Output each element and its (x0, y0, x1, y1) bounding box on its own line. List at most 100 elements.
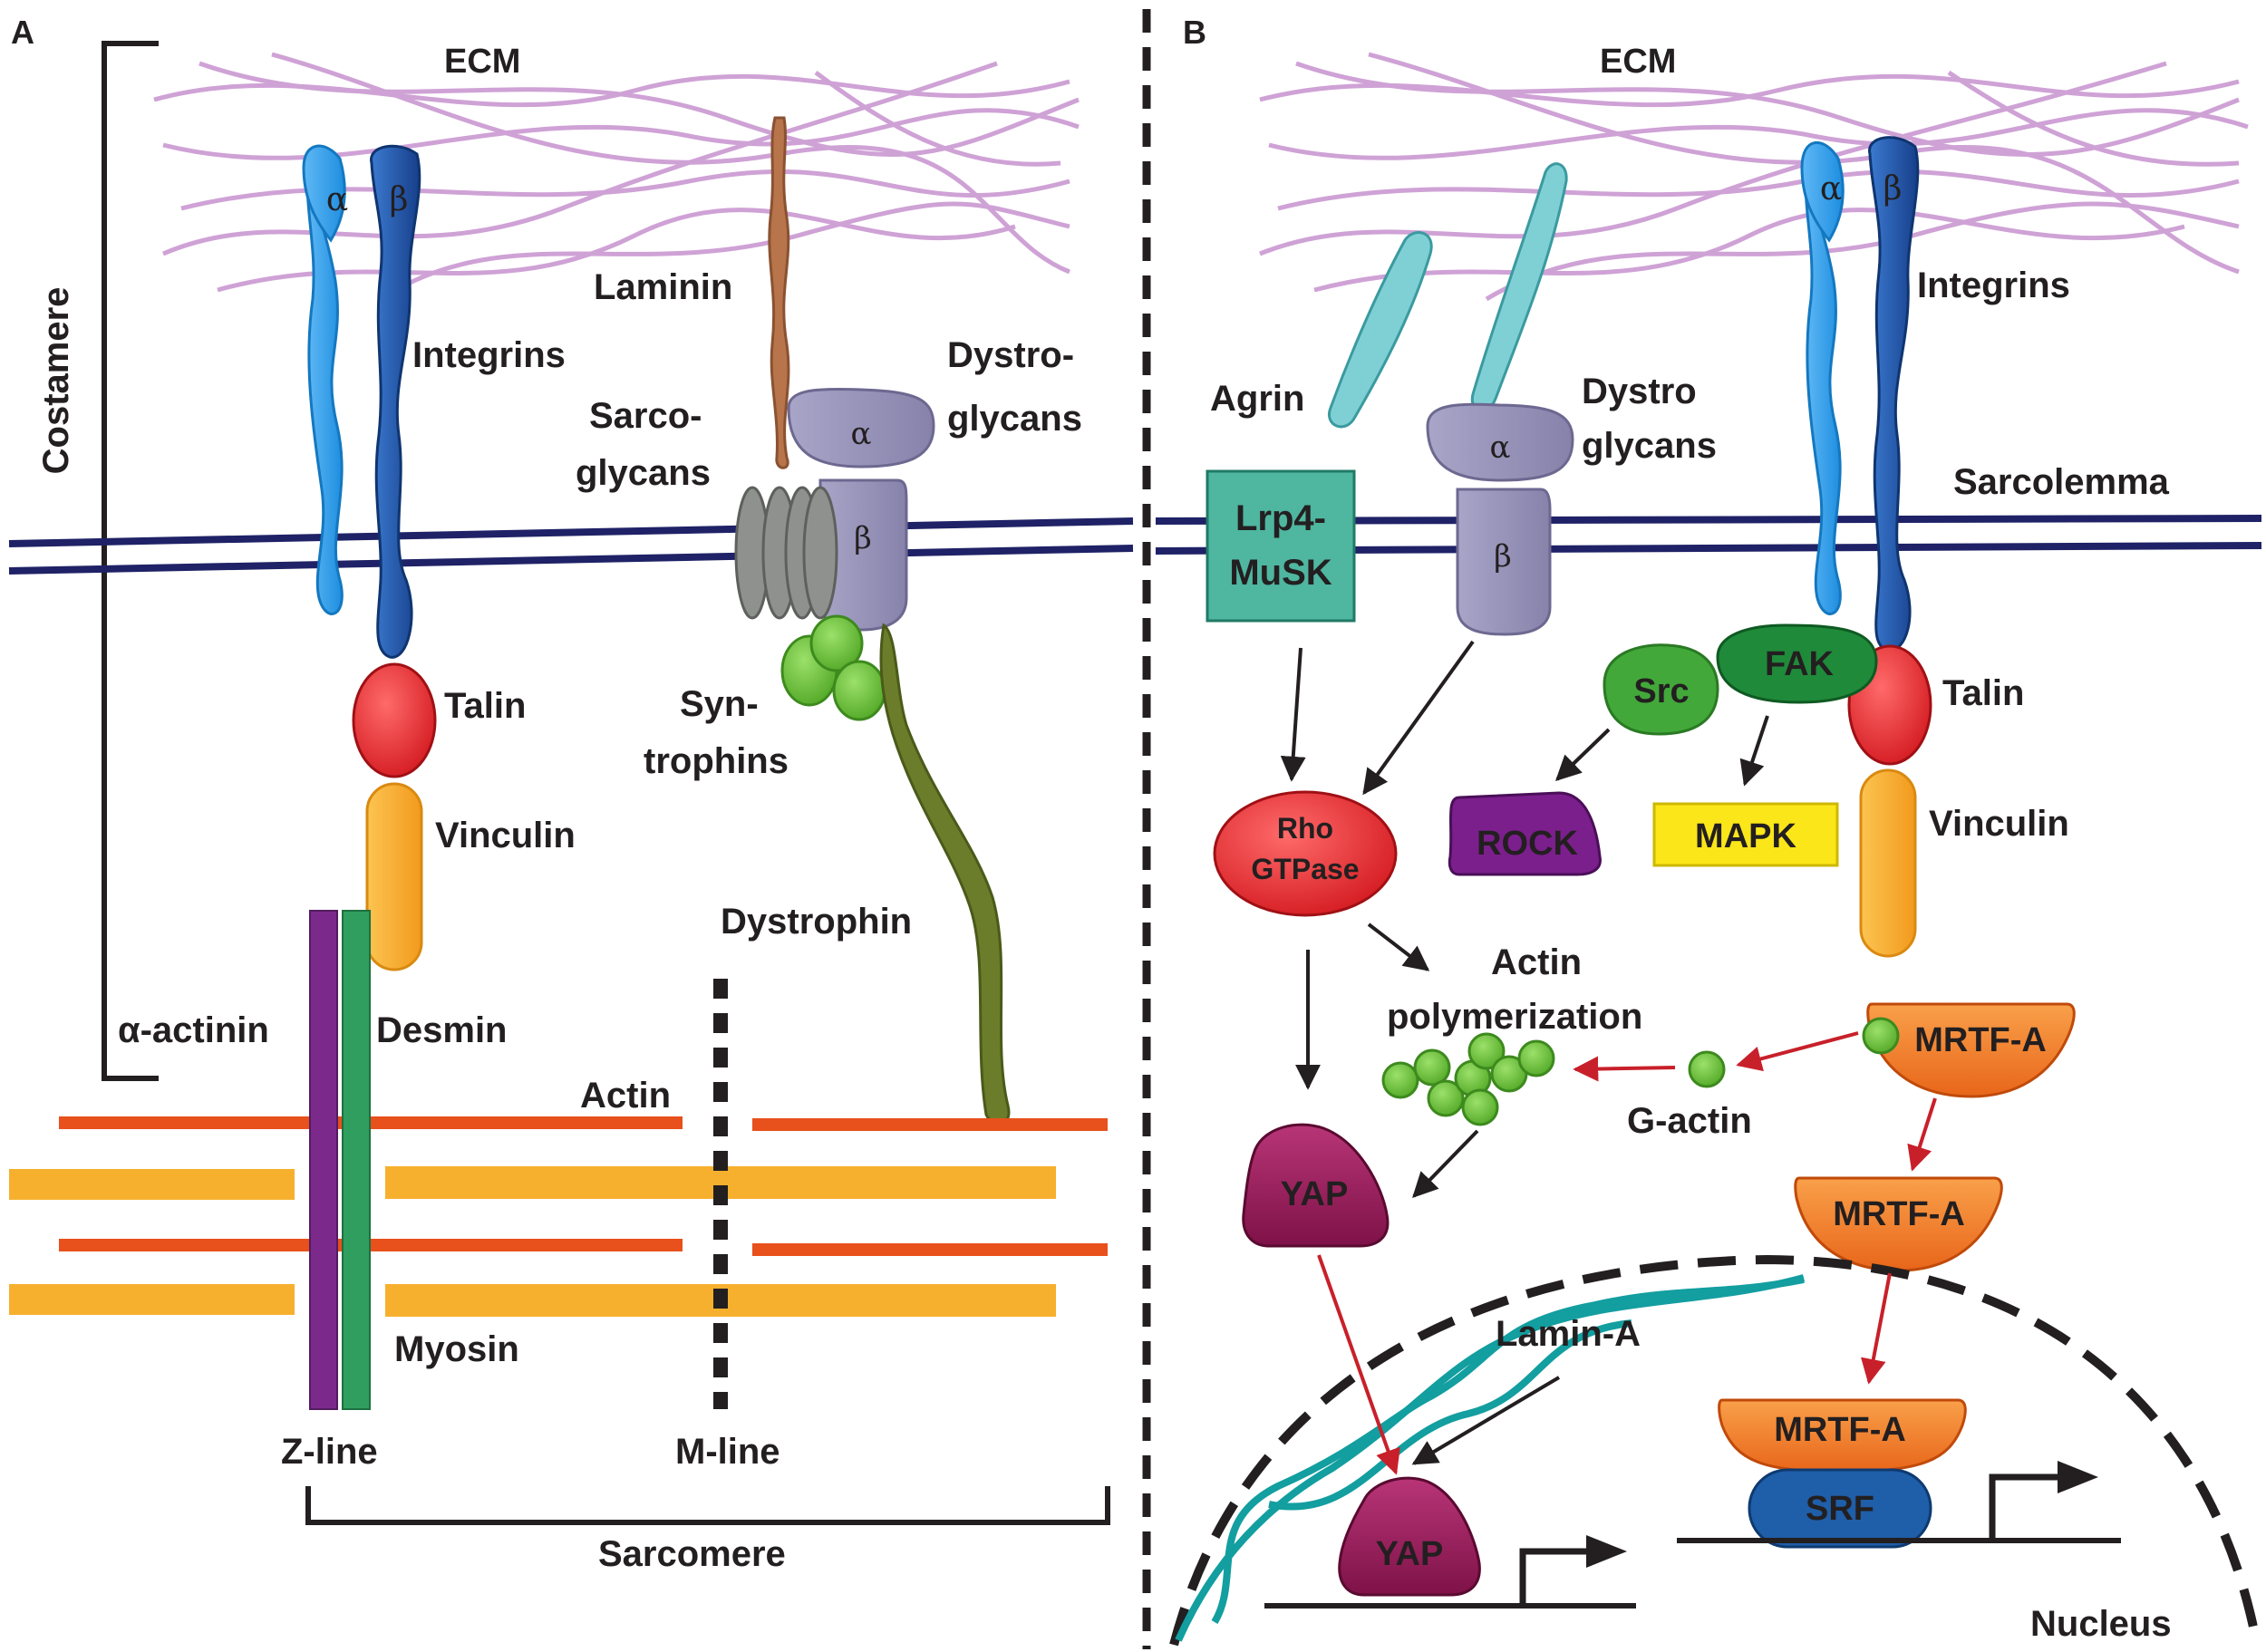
vinculin-label-b: Vinculin (1929, 804, 2069, 844)
integrin-alpha-b: α (1800, 141, 1845, 615)
srf-transcription-arrow (1989, 1473, 2067, 1541)
lrp4-label-1: Lrp4- (1235, 498, 1326, 538)
arrow-mrtf-to-mrtf (1907, 1097, 1937, 1172)
integrins-label-a: Integrins (412, 335, 566, 375)
alpha-actinin-label: α-actinin (118, 1010, 269, 1050)
nuclear-envelope (1169, 1254, 2261, 1647)
fak-label: FAK (1765, 645, 1835, 683)
src-shape (1603, 643, 1719, 736)
alpha-actinin-bar (309, 910, 338, 1410)
arrow-dg-to-rho (1362, 640, 1475, 796)
costamere-bracket (102, 41, 159, 1081)
srf-label: SRF (1806, 1490, 1874, 1528)
syntrophins-label-1: Syn- (680, 684, 759, 724)
panel-b: B ECM Sarcolemma Agrin Lrp4- MuSK α (1155, 14, 2262, 1647)
lamin-a-filaments (1175, 1274, 1806, 1642)
actin-poly-label-1: Actin (1491, 942, 1582, 982)
sarcoglycans-label-1: Sarco- (589, 396, 702, 436)
membrane-inner-a (8, 545, 1134, 575)
membrane-outer-a (8, 517, 1134, 547)
yap-shape-cytoplasm (1242, 1123, 1390, 1248)
sarcomere-label: Sarcomere (598, 1534, 786, 1574)
rock-label: ROCK (1477, 825, 1578, 863)
arrow-rho-to-actin (1367, 923, 1430, 971)
arrow-g-to-f-actin (1573, 1056, 1676, 1082)
sarcoglycans-label-2: glycans (576, 453, 711, 493)
srf-transcription-arrowhead (2058, 1461, 2098, 1493)
g-actin-label: G-actin (1627, 1101, 1752, 1141)
rho-label-1: Rho (1277, 812, 1333, 845)
src-label: Src (1633, 672, 1689, 710)
srf-shape (1748, 1468, 1932, 1549)
ecm-label-b: ECM (1600, 43, 1676, 81)
lamin-a-label: Lamin-A (1496, 1314, 1641, 1354)
dystroglycan-beta-b (1456, 488, 1552, 636)
yap-transcription-arrow (1519, 1548, 1595, 1606)
lrp4-musk-box (1206, 469, 1356, 623)
arrow-actin-to-yap (1412, 1129, 1479, 1199)
laminin-shape (768, 116, 790, 469)
dystrophin-shape (879, 623, 1011, 1125)
myosin-filaments-a (9, 1166, 1056, 1317)
beta-symbol-a: β (390, 181, 409, 218)
yap-transcription-arrowhead (1586, 1535, 1627, 1568)
mapk-box (1652, 802, 1839, 867)
m-line-label: M-line (675, 1432, 780, 1472)
mrtf-a-label-1: MRTF-A (1914, 1021, 2047, 1059)
arrow-lrp4-to-rho (1280, 647, 1306, 782)
alpha-symbol-b: α (1820, 170, 1842, 208)
lrp4-label-2: MuSK (1229, 553, 1332, 593)
syntrophins-shape (780, 614, 886, 721)
dg-beta-symbol-a: β (854, 520, 872, 556)
desmin-label: Desmin (376, 1010, 508, 1050)
dg-alpha-symbol-b: α (1490, 430, 1511, 466)
arrow-fak-to-mapk (1739, 715, 1769, 787)
arrow-lamin-to-yap (1411, 1376, 1561, 1465)
costamere-label: Costamere (36, 287, 76, 475)
panel-a-letter: A (11, 14, 34, 51)
integrin-beta-b: β (1868, 136, 1920, 652)
integrin-beta-a: β (370, 144, 421, 659)
dystroglycan-ecm-ligand-b (1470, 162, 1568, 412)
integrins-label-b: Integrins (1917, 266, 2070, 305)
talin-shape-a (352, 662, 437, 778)
sarcolemma-label: Sarcolemma (1953, 462, 2170, 502)
myosin-label: Myosin (394, 1329, 519, 1369)
actin-poly-label-2: polymerization (1387, 997, 1642, 1037)
sarcoglycans-shape (734, 486, 838, 620)
dg-alpha-symbol-a: α (851, 416, 872, 452)
signaling-arrows (1280, 640, 1769, 1465)
ecm-fibers-a (153, 52, 1080, 302)
panel-a: A ECM Costamere α β Int (8, 14, 1134, 1574)
vinculin-shape-b (1859, 768, 1917, 958)
rock-shape (1448, 791, 1602, 876)
dystrophin-label: Dystrophin (721, 902, 912, 942)
talin-label-a: Talin (444, 686, 526, 726)
arrow-yap-to-nucleus (1317, 1254, 1400, 1475)
beta-symbol-b: β (1883, 170, 1903, 208)
mapk-label: MAPK (1695, 817, 1796, 855)
vinculin-label-a: Vinculin (435, 816, 576, 855)
talin-label-b: Talin (1942, 673, 2024, 713)
vinculin-shape-a (365, 782, 423, 971)
fak-shape (1716, 623, 1878, 704)
rho-gtpase-shape (1213, 790, 1398, 917)
ecm-label-a: ECM (444, 43, 520, 81)
g-actin-monomer (1688, 1050, 1726, 1088)
agrin-label: Agrin (1210, 379, 1304, 419)
z-line-label: Z-line (281, 1432, 378, 1472)
desmin-bar (342, 910, 371, 1410)
mrtf-a-label-nucleus: MRTF-A (1774, 1411, 1906, 1449)
dystroglycans-label-b-1: Dystro (1582, 372, 1697, 411)
yap-shape-nucleus (1338, 1476, 1481, 1597)
dystroglycan-alpha-b (1426, 402, 1574, 482)
mrtf-a-label-2: MRTF-A (1833, 1195, 1965, 1233)
f-actin-polymer (1381, 1032, 1555, 1126)
dystroglycans-label-b-2: glycans (1582, 426, 1717, 466)
rho-label-2: GTPase (1251, 853, 1359, 885)
dg-beta-symbol-b: β (1494, 538, 1512, 575)
mrtf-bound-g-actin (1862, 1017, 1900, 1055)
dystroglycans-label-a-2: glycans (947, 399, 1082, 439)
dystroglycan-alpha-a (787, 387, 935, 469)
